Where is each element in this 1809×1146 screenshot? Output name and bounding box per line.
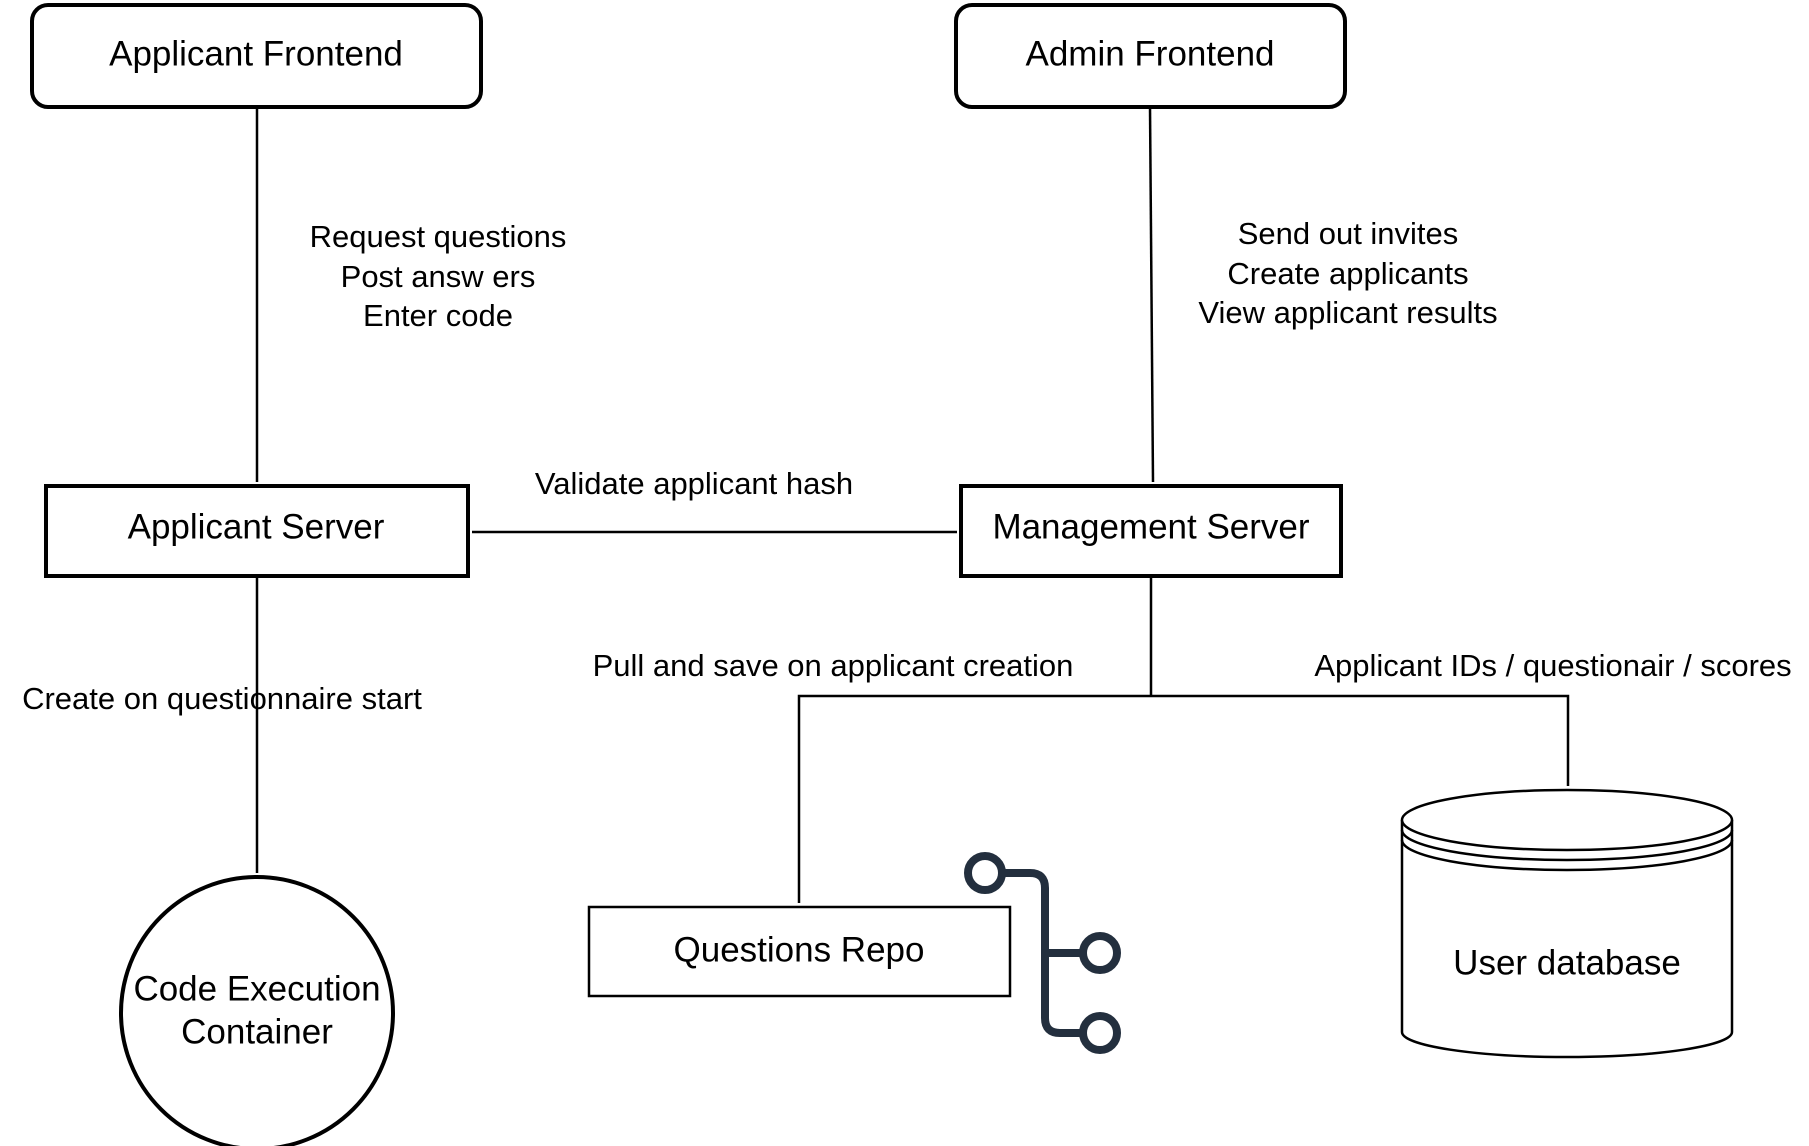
- management-server-label: Management Server: [992, 507, 1309, 546]
- edge-label-request-questions: Request questions: [310, 219, 567, 254]
- edge-label-enter-code: Enter code: [363, 298, 513, 333]
- applicant-server-node: Applicant Server: [44, 484, 470, 578]
- edge-label-post-answers: Post answ ers: [341, 259, 536, 294]
- edge-label-validate: Validate applicant hash: [535, 466, 853, 501]
- questions-repo-node: Questions Repo: [587, 905, 1012, 998]
- admin-frontend-node: Admin Frontend: [954, 3, 1347, 109]
- questions-repo-label: Questions Repo: [674, 930, 925, 969]
- edge-label-send-invites: Send out invites: [1238, 216, 1459, 251]
- admin-frontend-label: Admin Frontend: [1025, 34, 1274, 73]
- code-execution-label-line2: Container: [181, 1012, 333, 1051]
- code-execution-container-node: Code Execution Container: [119, 875, 395, 1146]
- applicant-frontend-label: Applicant Frontend: [109, 34, 403, 73]
- edge-label-create-applicants: Create applicants: [1227, 256, 1468, 291]
- management-server-node: Management Server: [959, 484, 1343, 578]
- database-icon: [1400, 788, 1734, 1059]
- applicant-server-label: Applicant Server: [128, 507, 385, 546]
- edge-admin-frontend-to-server: [1148, 106, 1155, 483]
- code-execution-label-line1: Code Execution: [133, 969, 380, 1008]
- edge-label-pull-save: Pull and save on applicant creation: [593, 648, 1074, 683]
- edge-label-create-container: Create on questionnaire start: [22, 681, 422, 716]
- edge-label-applicant-ids: Applicant IDs / questionair / scores: [1314, 648, 1791, 683]
- edge-label-view-results: View applicant results: [1198, 295, 1497, 330]
- edge-management-to-repo-and-db: [797, 576, 1570, 903]
- applicant-frontend-node: Applicant Frontend: [30, 3, 483, 109]
- git-branch-icon: [964, 852, 1121, 1054]
- user-database-label: User database: [1453, 943, 1681, 982]
